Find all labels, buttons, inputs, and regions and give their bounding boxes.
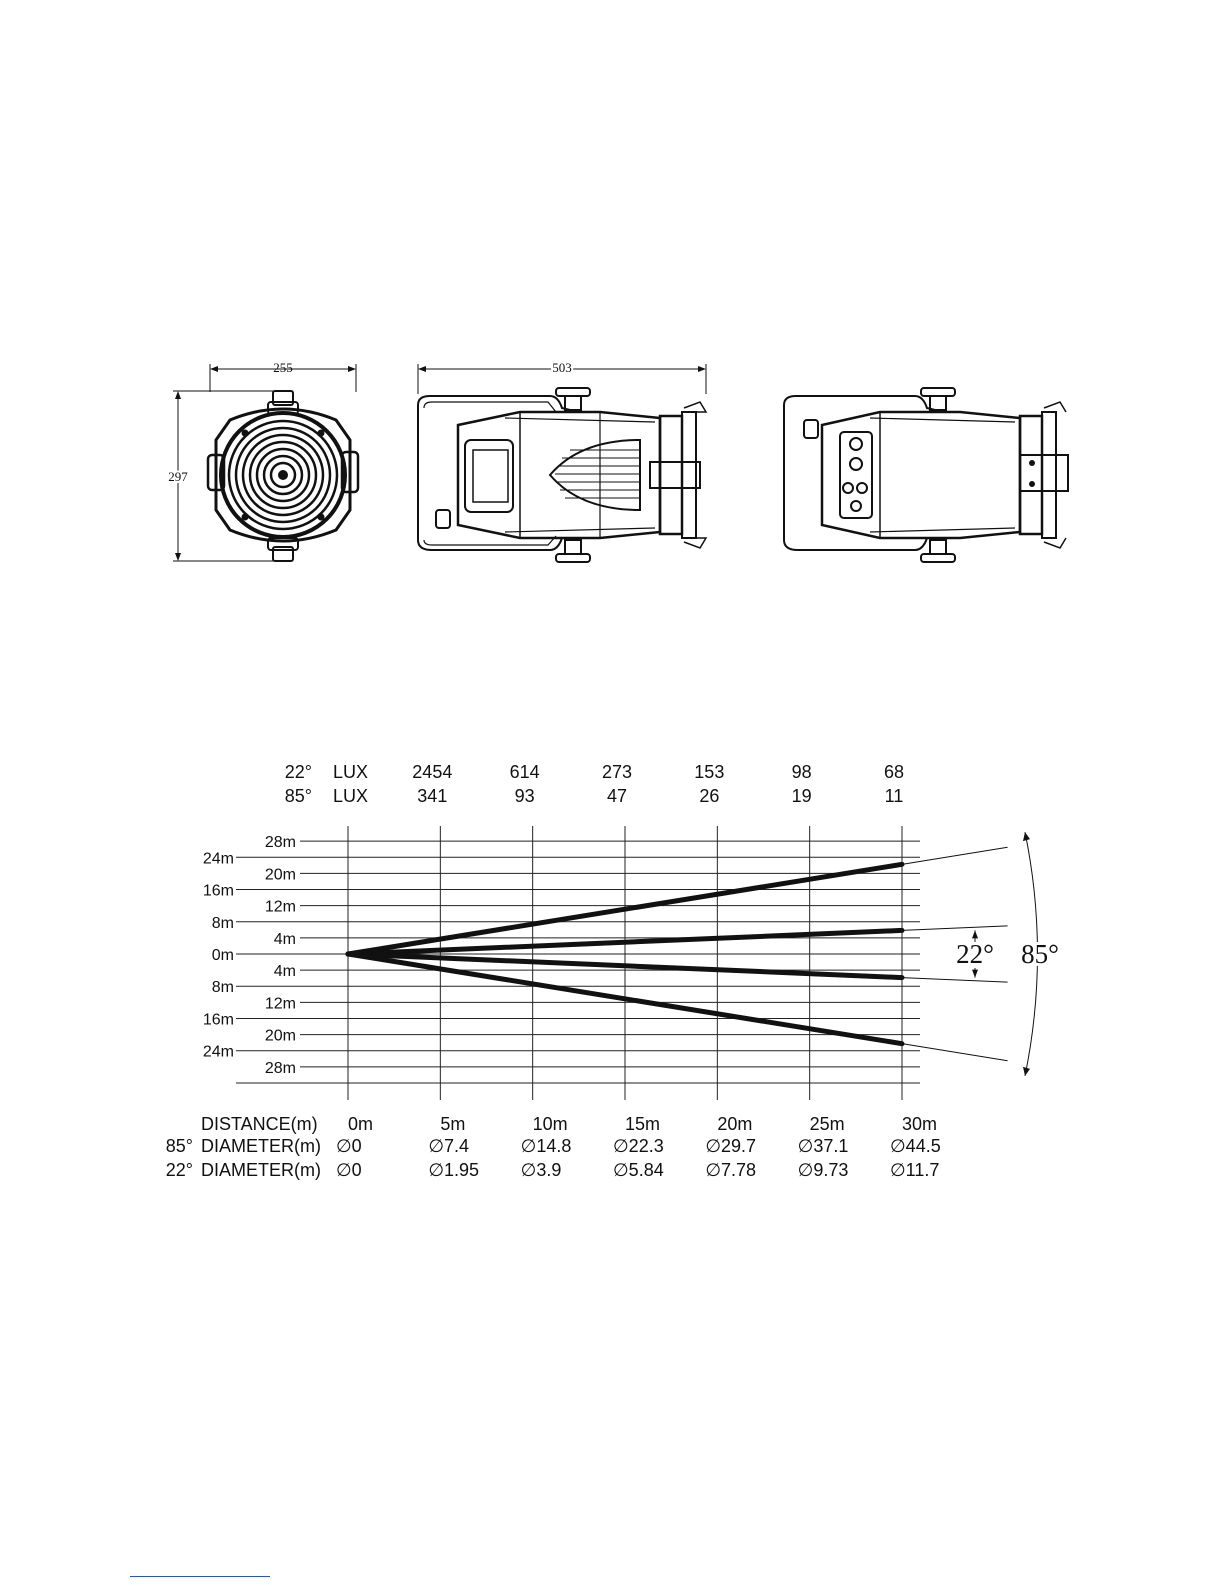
diameter-value: ∅1.95 [428, 1160, 479, 1180]
y-label-right: 4m [274, 963, 296, 980]
lux-value: 614 [510, 762, 540, 782]
distance-value: 15m [625, 1114, 660, 1134]
front-width-dimension: 255 [273, 360, 293, 375]
beam-distance-labels: 24m 16m 8m 0m 8m 16m 24m 28m 20m 12m 4m 4m 12m 20m 28m [203, 834, 296, 1077]
beam-angle-markers: 22° 85° [956, 832, 1059, 1076]
y-label-left: 16m [203, 1011, 234, 1028]
lux-value: 341 [417, 786, 447, 806]
diameter-value: ∅14.8 [521, 1136, 572, 1156]
lux-table: 22° LUX 2454 614 273 153 98 68 85° LUX 341 93 47 26 19… [285, 762, 904, 806]
distance-value: 10m [533, 1114, 568, 1134]
y-label-left: 24m [203, 1044, 234, 1061]
y-label-right: 12m [265, 995, 296, 1012]
y-label-right: 28m [265, 834, 296, 851]
distance-value: 20m [717, 1114, 752, 1134]
lux-value: 26 [699, 786, 719, 806]
y-label-left: 8m [212, 979, 234, 996]
diameter-value: ∅22.3 [613, 1136, 664, 1156]
y-label-right: 20m [265, 866, 296, 883]
diameter-value: ∅29.7 [705, 1136, 756, 1156]
diameter-value: ∅11.7 [890, 1160, 939, 1180]
angle-85-arrow-bottom [1023, 1067, 1030, 1076]
distance-diameter-table: DISTANCE(m) 0m 5m 10m 15m 20m 25m 30m 85° DIAMETE… [166, 1114, 941, 1180]
front-height-dimension: 297 [168, 469, 188, 484]
distance-value: 0m [348, 1114, 373, 1134]
lux-value: 153 [694, 762, 724, 782]
diameter-row-label: DIAMETER(m) [201, 1160, 321, 1180]
distance-value: 5m [440, 1114, 465, 1134]
y-label-left: 0m [212, 947, 234, 964]
lux-row-unit: LUX [333, 786, 368, 806]
lux-row-unit: LUX [333, 762, 368, 782]
lux-value: 2454 [412, 762, 452, 782]
beam-edge-extension [902, 978, 1008, 982]
lux-value: 47 [607, 786, 627, 806]
diameter-value: ∅7.78 [705, 1160, 756, 1180]
lux-value: 11 [885, 786, 904, 806]
side-view-drawing [418, 364, 706, 562]
diameter-row-angle: 22° [166, 1160, 193, 1180]
lux-value: 98 [792, 762, 812, 782]
diameter-value: ∅0 [336, 1136, 362, 1156]
angle-85-label: 85° [1021, 939, 1059, 969]
diameter-value: ∅3.9 [521, 1160, 562, 1180]
angle-85-arrow-top [1023, 832, 1030, 841]
distance-value: 25m [810, 1114, 845, 1134]
angle-22-arrow-bottom [972, 970, 978, 978]
beam-edge-extension [902, 1044, 1008, 1061]
y-label-right: 20m [265, 1028, 296, 1045]
diameter-value: ∅7.4 [428, 1136, 469, 1156]
distance-label: DISTANCE(m) [201, 1114, 318, 1134]
lux-row-angle: 85° [285, 786, 312, 806]
side-length-dimension: 503 [552, 360, 572, 375]
beam-edge-extension [902, 847, 1008, 864]
distance-value: 30m [902, 1114, 937, 1134]
diameter-value: ∅9.73 [798, 1160, 849, 1180]
angle-22-arrow-top [972, 930, 978, 938]
footer-link-underline [130, 1576, 270, 1577]
rear-view-drawing [784, 388, 1068, 562]
diameter-value: ∅0 [336, 1160, 362, 1180]
y-label-left: 8m [212, 915, 234, 932]
y-label-left: 24m [203, 850, 234, 867]
y-label-right: 12m [265, 899, 296, 916]
lux-value: 68 [884, 762, 904, 782]
y-label-right: 28m [265, 1060, 296, 1077]
front-view-drawing [173, 364, 358, 561]
beam-edge-extension [902, 926, 1008, 930]
diameter-row-label: DIAMETER(m) [201, 1136, 321, 1156]
angle-22-label: 22° [956, 939, 994, 969]
y-label-left: 16m [203, 883, 234, 900]
diameter-value: ∅5.84 [613, 1160, 664, 1180]
diameter-value: ∅44.5 [890, 1136, 941, 1156]
diameter-value: ∅37.1 [798, 1136, 849, 1156]
diameter-row-angle: 85° [166, 1136, 193, 1156]
lux-value: 93 [515, 786, 535, 806]
lux-value: 19 [792, 786, 812, 806]
lux-row-angle: 22° [285, 762, 312, 782]
lux-value: 273 [602, 762, 632, 782]
y-label-right: 4m [274, 931, 296, 948]
